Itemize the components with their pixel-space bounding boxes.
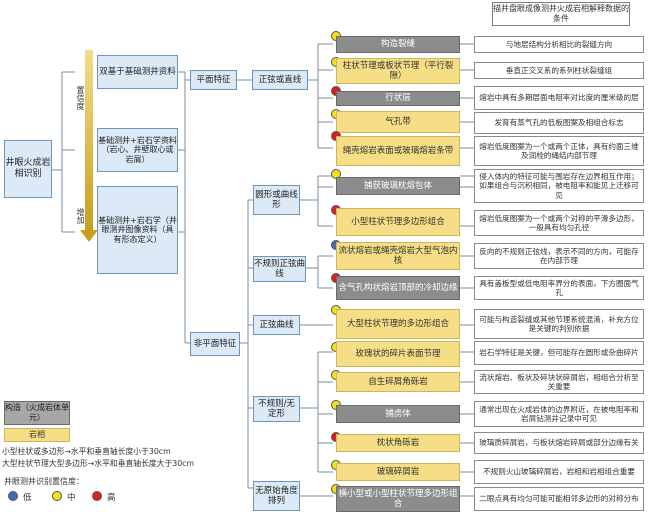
confidence-arrow-head — [80, 230, 98, 242]
row-label-xenolith: 捕虏体 — [336, 405, 460, 423]
row-label-hyaloclastite: 玻璃碎屑岩 — [336, 463, 460, 481]
root-node: 井眼火成岩相识别 — [4, 140, 52, 198]
legend-low-dot — [8, 491, 18, 501]
level2-irregular-amorphous: 不规则/无定形 — [253, 396, 300, 422]
legend-mid-label: 中 — [67, 493, 76, 503]
legend-high-dot — [92, 491, 102, 501]
level2-circular-curved: 圆形或曲线形 — [253, 185, 300, 215]
level2-sine-or-line: 正弦或直线 — [252, 70, 308, 90]
row-label-pillow-breccia: 枕状角砾岩 — [336, 434, 460, 452]
level1-planar: 平面特征 — [190, 70, 237, 90]
confidence-arrow — [85, 50, 93, 230]
legend-low-label: 低 — [23, 493, 32, 503]
row-desc: 垂直正交叉系的系列柱状裂缝组 — [474, 62, 644, 79]
legend-yellow-swatch: 岩相 — [4, 428, 70, 442]
row-label-rosette-joint: 玫瑰状的碎片表面节理 — [336, 341, 460, 367]
row-desc: 侵入体内的特征可能与围岩存在边界相互作用；如果组合与沉积相同，被电阻率和能见上迁… — [474, 169, 644, 203]
row-label-large-polygon: 大型柱状节理的多边形组合 — [336, 309, 460, 339]
row-label-columnar-joint: 柱状节理或板状节理（平行裂隙） — [336, 58, 460, 84]
row-desc: 发育有蒸气孔的低板图案及相组合标志 — [474, 112, 644, 134]
row-desc: 流状熔岩、板状及碎块状碎屑岩，相组合分析至关重要 — [474, 370, 644, 394]
legend-high-label: 高 — [107, 493, 116, 503]
level1-non-planar: 非平面特征 — [190, 332, 240, 356]
row-desc: 可能与构造裂缝或其他节理系统混淆，补充方位是关键的判别依据 — [474, 309, 644, 339]
row-desc: 熔岩低度图案为一个或两个正体，具有约面三维及润栓的绳结内部节理 — [474, 136, 644, 166]
arrow-bottom-label: 增加 — [76, 208, 85, 224]
input-image-logs: 基础测井+岩石学（井眼测井图像资料（具有形态定义） — [97, 186, 178, 274]
arrow-top-label: 置信度 — [76, 86, 85, 110]
row-label-flow-core: 流状熔岩或绳壳熔岩大型气泡内核 — [336, 242, 460, 270]
row-label-vesicle-zone: 气孔带 — [336, 111, 460, 133]
row-label-autobreccia: 自生碎屑角砾岩 — [336, 372, 460, 392]
legend-confidence-title: 井眼测井识别置信度： — [4, 477, 84, 486]
level2-irregular-sine: 不规则正弦曲线 — [253, 256, 306, 282]
header-conditions: 描井盘眼成像测井火成岩相解释数据的条件 — [492, 2, 630, 26]
row-desc: 与地层结构分析相比的裂缝方向 — [474, 36, 644, 53]
legend-note-small: 小型柱状或多边形→水平和垂直轴长度小于30cm — [2, 447, 171, 456]
row-desc: 不规则火山玻璃碎屑岩，岩相和岩相组合重要 — [474, 460, 644, 484]
level2-no-original-angle: 无原始角度排列 — [253, 481, 300, 511]
row-label-layered: 行状层 — [336, 91, 460, 106]
level2-sine: 正弦曲线 — [253, 315, 300, 335]
legend-mid-dot — [52, 491, 62, 501]
row-label-captured-inclusion: 捕获玻璃枕熔包体 — [336, 177, 460, 195]
row-desc: 熔岩中具有多期层面电阻率对比度的厘米级的层 — [474, 86, 644, 110]
row-label-ropy-surface: 绳壳熔岩表面或玻璃熔岩条带 — [336, 136, 460, 166]
row-label-small-polygon: 小型柱状节理多边形组合 — [336, 208, 460, 236]
row-desc: 二眼点具有均匀可能可能相邻多边形的对称分布 — [474, 487, 644, 511]
row-desc: 熔岩低度图案为一个或两个对称的平滑多边形，一般具有均匀孔径 — [474, 210, 644, 236]
row-desc: 岩石学特征是关键，但可能存在圆形或杂曲碎片 — [474, 341, 644, 365]
input-basic-logs: 双基于基础测井资料 — [97, 55, 178, 89]
row-desc: 通常出现在火成岩体的边界附近，在被电阻率和岩屑钻测井记录中可见 — [474, 401, 644, 427]
row-desc: 反向的不规则正弦线，表示不同的方向，可能存在内部节理 — [474, 243, 644, 269]
legend-note-large: 大型柱状节理大型多边形→水平和垂直轴长度大于30cm — [2, 459, 195, 468]
legend-gray-swatch: 构造（火成岩体单元） — [4, 401, 70, 425]
row-label-small-column-polygon: 横小型或小型柱状节理多边形组合 — [336, 486, 460, 512]
row-label-chilled-margin: 含气孔构状熔岩顶部的冷却边缘 — [336, 276, 460, 300]
input-basic-logs-petrology: 基础测井+岩石学资料（岩心、井壁取心或岩屑） — [97, 128, 178, 172]
row-desc: 玻璃质碎屑岩，与板状熔岩碎屑或部分边缘有关 — [474, 432, 644, 454]
row-desc: 具有盖板型或低电阻率界分的表面，下方圈面气孔 — [474, 276, 644, 300]
row-label-tectonic-fracture: 构造裂缝 — [336, 36, 460, 53]
